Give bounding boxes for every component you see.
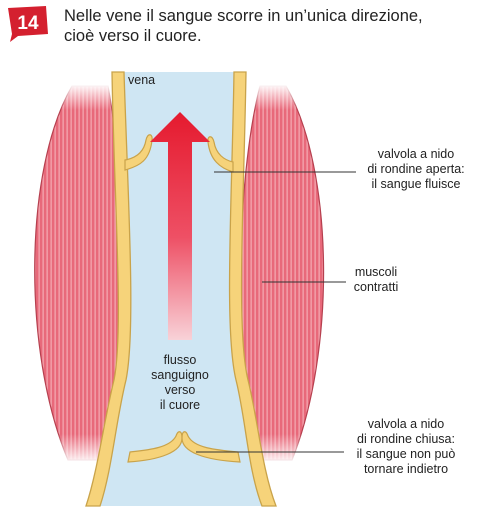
muscles-label-1: muscoli: [355, 265, 397, 279]
open-valve-label-1: valvola a nido: [378, 147, 454, 161]
closed-valve-label-1: valvola a nido: [368, 417, 444, 431]
closed-valve-label-4: tornare indietro: [364, 462, 448, 476]
open-valve-label-3: il sangue fluisce: [372, 177, 461, 191]
closed-valve-label-2: di rondine chiusa:: [357, 432, 455, 446]
muscles-label-2: contratti: [354, 280, 398, 294]
flow-label-3: verso: [165, 383, 196, 397]
flow-label-1: flusso: [164, 353, 197, 367]
flow-label-2: sanguigno: [151, 368, 209, 382]
vein-label: vena: [128, 73, 155, 87]
closed-valve-label-3: il sangue non può: [357, 447, 456, 461]
open-valve-label-2: di rondine aperta:: [367, 162, 464, 176]
flow-label-4: il cuore: [160, 398, 200, 412]
